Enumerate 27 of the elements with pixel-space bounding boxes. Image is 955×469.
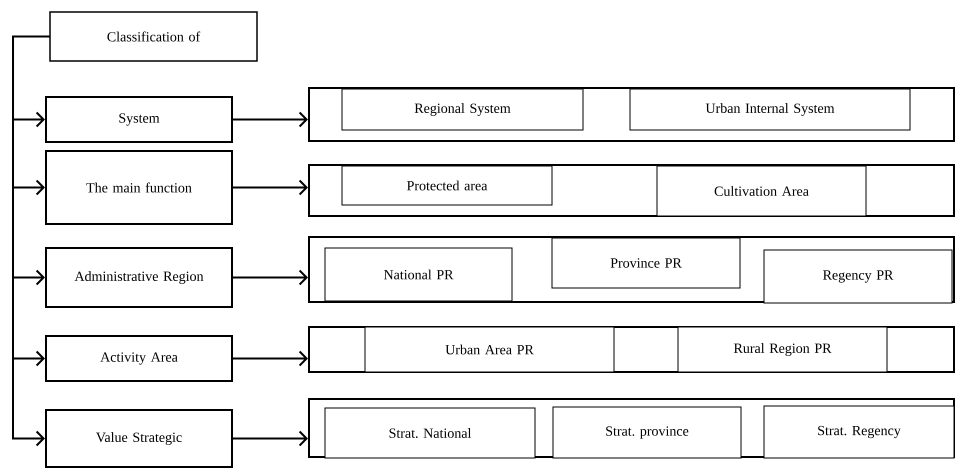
class-box: Protected area xyxy=(342,166,552,206)
category-box: Activity Area xyxy=(45,335,233,382)
class-box: Urban Internal System xyxy=(630,88,910,130)
class-box: Strat. National xyxy=(324,408,536,458)
class-box: Strat. province xyxy=(552,406,742,458)
heading-box: Classification of xyxy=(49,11,258,62)
class-box: Strat. Regency xyxy=(764,406,954,458)
arrow xyxy=(12,36,50,446)
class-box: Regional System xyxy=(342,88,584,130)
class-box: Urban Area PR xyxy=(364,326,614,372)
arrow xyxy=(233,430,308,446)
arrow xyxy=(233,350,308,366)
category-box: Administrative Region xyxy=(45,247,233,308)
band-box xyxy=(308,326,955,373)
class-box: Province PR xyxy=(552,238,740,288)
class-box: Regency PR xyxy=(764,250,953,304)
category-box: Value Strategic xyxy=(45,409,233,468)
class-box: Cultivation Area xyxy=(656,166,866,216)
arrow xyxy=(233,180,308,196)
arrow xyxy=(233,270,308,286)
class-box: Rural Region PR xyxy=(678,326,888,372)
class-box: National PR xyxy=(324,248,512,302)
band-box xyxy=(308,164,955,217)
band-box xyxy=(308,87,955,142)
category-box: The main function xyxy=(45,150,233,225)
arrow xyxy=(233,112,308,128)
category-box: System xyxy=(45,96,233,143)
